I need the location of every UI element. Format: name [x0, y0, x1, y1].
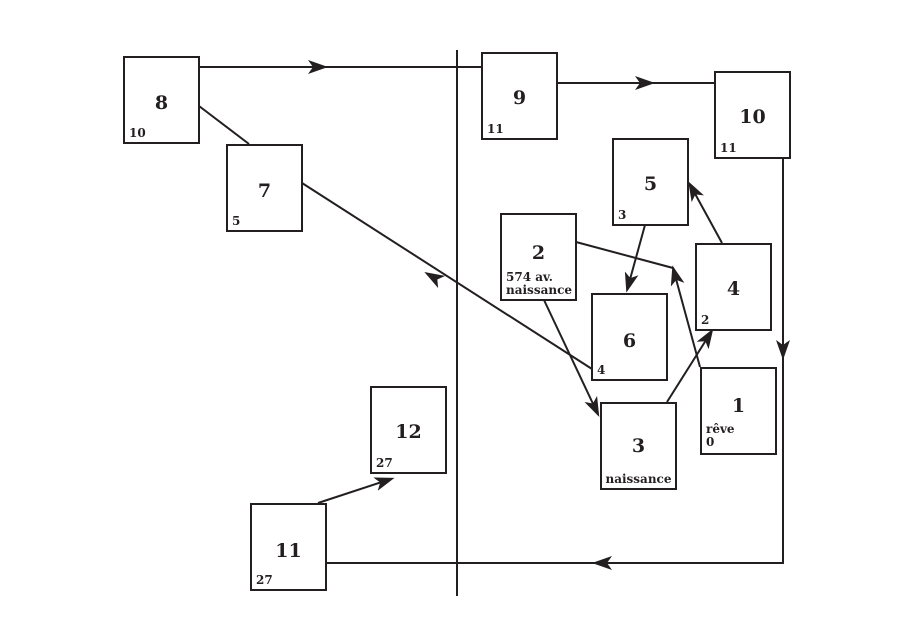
node-sub: 3: [618, 208, 627, 222]
edge-5-6: [624, 224, 646, 293]
node-label: 10: [739, 106, 766, 128]
node-6: 6 4: [591, 293, 668, 381]
node-sub: 2: [701, 313, 710, 327]
node-sub: 574 av. naissance: [506, 271, 572, 297]
node-7: 7 5: [226, 144, 303, 232]
edge-6-7: [301, 182, 593, 370]
edge-3-4: [666, 328, 714, 403]
node-sub: 27: [376, 456, 393, 470]
node-label: 11: [275, 540, 302, 562]
node-label: 1: [731, 395, 746, 417]
node-1: 1 rêve 0: [700, 367, 777, 455]
node-3: 3 naissance: [600, 402, 677, 490]
node-sub: 27: [256, 573, 273, 587]
node-8: 8 10: [123, 56, 200, 144]
node-label: 5: [643, 173, 658, 195]
edge-4-5: [688, 181, 723, 244]
edge-2-3: [543, 299, 600, 418]
node-label: 2: [531, 242, 546, 264]
node-sub: 4: [597, 363, 606, 377]
node-sub: 10: [129, 126, 146, 140]
edge-10-11: [326, 159, 784, 564]
node-sub-line: rêve: [706, 422, 735, 436]
node-label: 12: [395, 421, 422, 443]
edge-7-8: [198, 105, 250, 145]
node-label: 8: [154, 92, 169, 114]
node-sub-line: naissance: [506, 283, 573, 297]
node-sub: 5: [232, 214, 241, 228]
node-sub-line: 574 av.: [506, 270, 553, 284]
node-label: 7: [257, 180, 272, 202]
node-sub: 11: [720, 141, 737, 155]
node-sub-line: 0: [706, 435, 715, 449]
node-label: 4: [726, 278, 741, 300]
node-label: 6: [622, 330, 637, 352]
node-11: 11 27: [250, 503, 327, 591]
node-label: 3: [631, 435, 646, 457]
edge-11-12: [317, 477, 395, 504]
node-label: 9: [512, 87, 527, 109]
node-10: 10 11: [714, 71, 791, 159]
node-9: 9 11: [481, 52, 558, 140]
node-4: 4 2: [695, 243, 772, 331]
node-12: 12 27: [370, 386, 447, 474]
node-sub: rêve 0: [706, 423, 735, 449]
node-sub: 11: [487, 122, 504, 136]
node-2: 2 574 av. naissance: [500, 213, 577, 301]
node-5: 5 3: [612, 138, 689, 226]
node-sub: naissance: [605, 472, 672, 486]
